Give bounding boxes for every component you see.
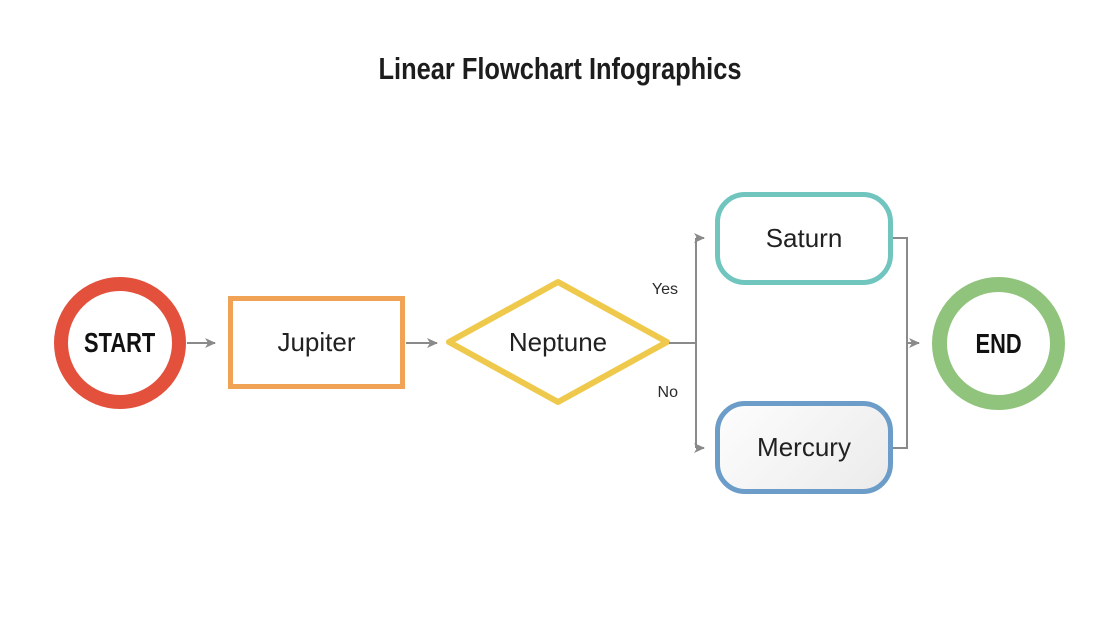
end-node: END [932, 277, 1065, 410]
mercury-label: Mercury [757, 432, 851, 462]
no-branch-label: No [657, 384, 678, 401]
neptune-node: Neptune [448, 281, 668, 403]
start-label: START [84, 327, 156, 358]
start-node: START [54, 277, 186, 409]
saturn-node: Saturn [715, 192, 893, 285]
jupiter-node: Jupiter [228, 296, 405, 389]
neptune-diamond-shape [446, 279, 670, 405]
branch-split-line [669, 238, 697, 448]
neptune-label: Neptune [508, 326, 608, 357]
page-title: Linear Flowchart Infographics [378, 51, 742, 86]
merge-line [893, 237, 908, 449]
saturn-label: Saturn [765, 223, 843, 253]
end-label: END [975, 327, 1022, 359]
jupiter-label: Jupiter [277, 327, 356, 357]
yes-branch-label: Yes [651, 281, 678, 298]
mercury-node: Mercury [715, 401, 893, 494]
